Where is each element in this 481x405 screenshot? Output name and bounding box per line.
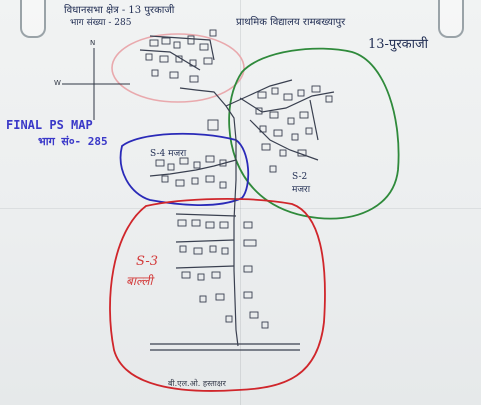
fold-crease-vertical <box>240 0 241 405</box>
house-blocks-green-sector <box>207 85 333 173</box>
house-blocks-red-sector <box>177 219 269 329</box>
constituency-label: 13-पुरकाजी <box>368 37 428 52</box>
school-name: प्राथमिक विद्यालय रामबख्यापुर <box>236 17 346 28</box>
house-blocks-pink-sector <box>145 29 217 83</box>
sector-green-boundary <box>228 47 400 220</box>
constituency-heading: विधानसभा क्षेत्र - 13 पुरकाजी <box>64 5 175 16</box>
blo-signature: बी.एल.ओ. हस्ताक्षर <box>168 379 226 388</box>
compass-west-label: W <box>54 79 61 87</box>
sector-pink-boundary <box>111 33 245 103</box>
sector-4-label: S-4 मजरा <box>150 149 187 159</box>
binder-clip-left-icon <box>20 0 46 38</box>
binder-clip-right-icon <box>438 0 464 38</box>
sector-3-name: बाल्ली <box>126 274 153 288</box>
road-network <box>139 35 335 351</box>
sector-2-name: मजरा <box>292 185 311 195</box>
final-map-title: FINAL PS MAP <box>6 118 93 132</box>
sector-red-boundary <box>109 198 326 392</box>
sector-2-label: S-2 मजरा <box>292 172 310 195</box>
sector-3-code: S-3 <box>136 254 159 269</box>
compass-north-label: N <box>90 39 96 47</box>
part-number-heading: भाग संख्या - 285 <box>70 18 132 28</box>
sector-blue-boundary <box>119 132 250 206</box>
part-number-note: भाग सं०- 285 <box>38 135 108 148</box>
house-blocks-blue-sector <box>155 155 227 189</box>
sector-2-code: S-2 <box>292 172 308 182</box>
fold-crease-horizontal <box>0 208 481 209</box>
compass-icon <box>62 48 130 120</box>
